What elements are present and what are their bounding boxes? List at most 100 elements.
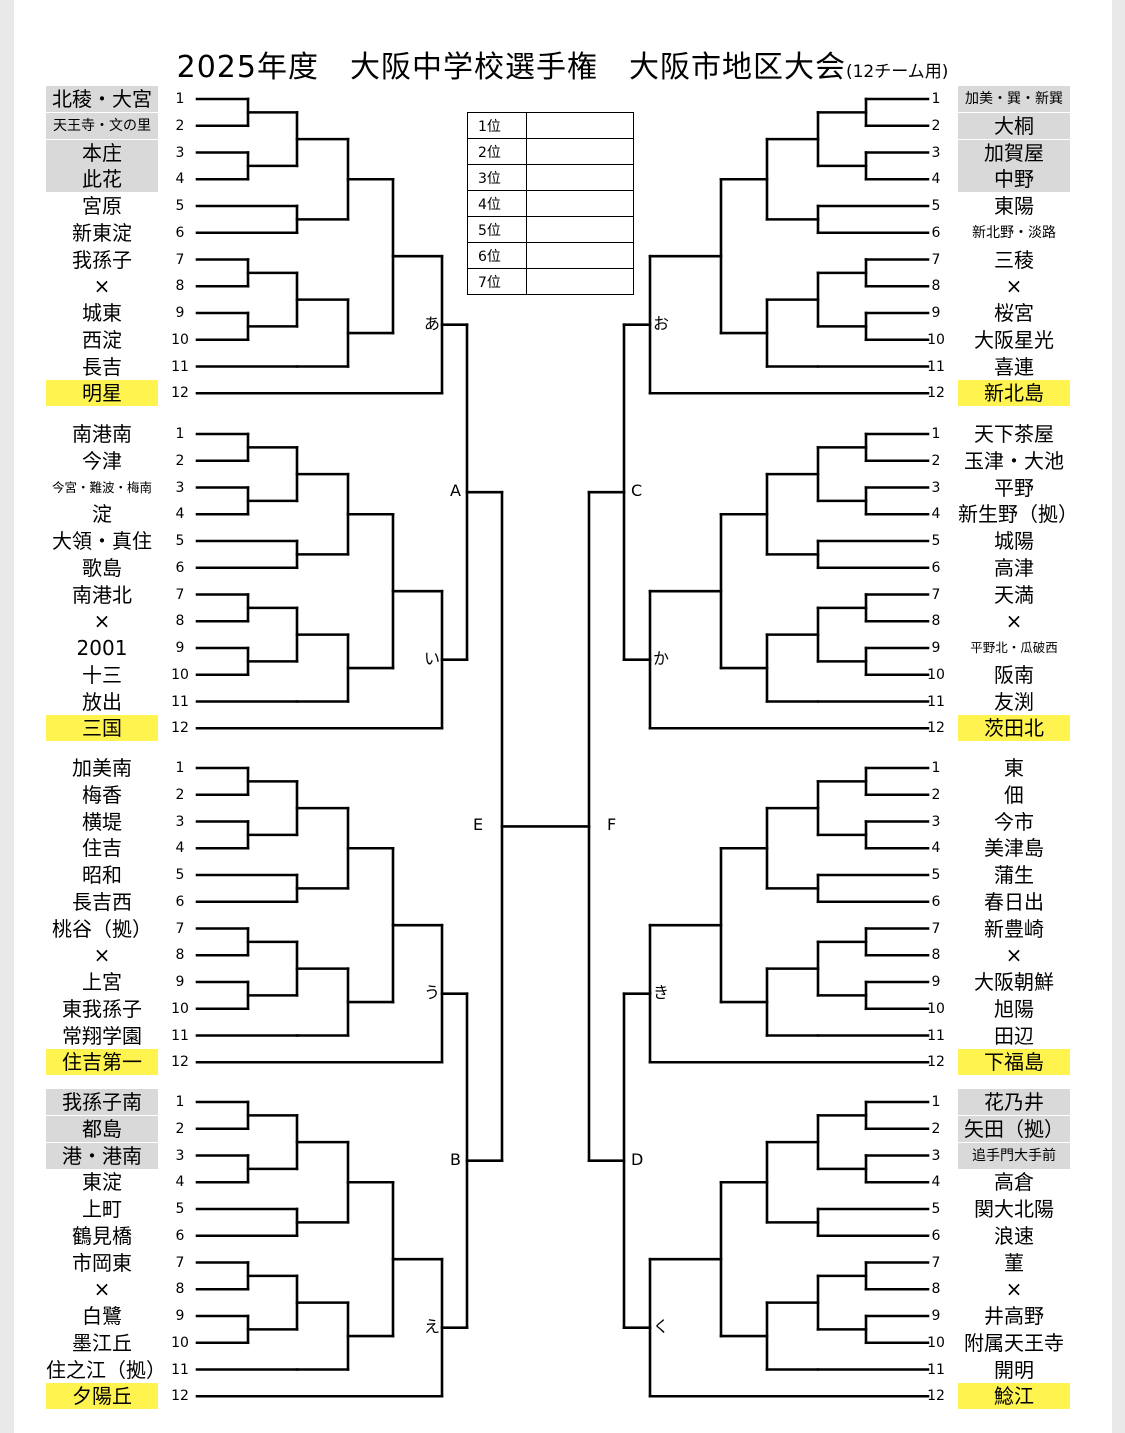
team-number: 1 (931, 91, 941, 107)
team-number: 2 (175, 452, 185, 469)
team-name: 東淀 (82, 1170, 122, 1195)
team-name: 都島 (46, 1115, 158, 1142)
team-name: 美津島 (984, 836, 1044, 861)
team-name: 住之江（拠） (46, 1357, 166, 1382)
team-name: 2001 (76, 636, 128, 660)
team-number: 1 (175, 91, 185, 107)
team-number: 2 (931, 786, 941, 803)
team-number: 2 (175, 117, 185, 134)
team-name: 下福島 (958, 1049, 1070, 1076)
team-number: 8 (175, 278, 185, 295)
bracket-round-label: A (450, 481, 461, 501)
team-name: × (1005, 609, 1023, 634)
team-number: 6 (175, 559, 185, 576)
team-name: 加美・巽・新巽 (958, 86, 1070, 112)
rank-blank-cell[interactable] (526, 268, 634, 295)
team-number: 3 (931, 144, 941, 161)
bracket-round-label: い (424, 648, 441, 668)
team-name: 喜連 (994, 354, 1034, 379)
team-name: 上宮 (82, 970, 122, 994)
team-name: 昭和 (82, 863, 122, 887)
team-name: 高津 (994, 555, 1034, 580)
team-number: 9 (175, 974, 185, 990)
ranking-row: 3位 (467, 164, 634, 191)
team-name: 矢田（拠） (958, 1115, 1070, 1142)
team-number: 12 (171, 720, 189, 737)
team-name: 東陽 (994, 194, 1034, 218)
team-name: 新豊崎 (984, 916, 1044, 941)
team-name: 歌島 (82, 555, 122, 580)
team-number: 12 (171, 385, 189, 402)
team-number: 11 (171, 1361, 189, 1378)
team-name: 我孫子南 (46, 1089, 158, 1115)
bracket-round-label: う (424, 982, 441, 1002)
rank-blank-cell[interactable] (526, 164, 634, 191)
team-name: 宮原 (82, 194, 122, 218)
rank-blank-cell[interactable] (526, 216, 634, 243)
team-number: 10 (171, 1000, 189, 1017)
team-number: 10 (171, 331, 189, 348)
team-number: 12 (171, 1054, 189, 1071)
team-number: 4 (175, 840, 185, 857)
team-number: 3 (175, 144, 185, 161)
team-number: 7 (175, 251, 185, 268)
team-name: 住吉第一 (46, 1049, 158, 1076)
team-number: 12 (927, 385, 945, 402)
team-number: 3 (175, 813, 185, 830)
team-name: 南港南 (72, 422, 132, 446)
team-number: 10 (927, 1000, 945, 1017)
team-number: 4 (931, 840, 941, 857)
team-number: 9 (931, 1308, 941, 1324)
team-name: 阪南 (994, 662, 1034, 687)
team-number: 10 (171, 1334, 189, 1351)
team-number: 11 (927, 1361, 945, 1378)
team-name: × (1005, 943, 1023, 968)
page-title: 2025年度 大阪中学校選手権 大阪市地区大会(12チーム用) (0, 42, 1125, 86)
rank-blank-cell[interactable] (526, 112, 634, 139)
team-number: 10 (927, 666, 945, 683)
team-number: 4 (175, 171, 185, 188)
team-name: 中野 (958, 166, 1070, 193)
team-number: 8 (175, 1281, 185, 1298)
team-name: 北稜・大宮 (46, 86, 158, 112)
team-number: 7 (175, 1254, 185, 1271)
team-name: 城陽 (994, 529, 1034, 553)
team-name: 十三 (82, 662, 122, 687)
team-name: 浪速 (994, 1223, 1034, 1248)
rank-label: 2位 (467, 138, 527, 165)
team-number: 9 (175, 305, 185, 321)
team-name: 天王寺・文の里 (46, 112, 158, 139)
team-number: 7 (175, 586, 185, 603)
team-number: 1 (175, 426, 185, 442)
ranking-row: 5位 (467, 216, 634, 243)
team-name: × (93, 274, 111, 299)
team-number: 12 (927, 1054, 945, 1071)
team-number: 2 (175, 1120, 185, 1137)
team-name: 高倉 (994, 1170, 1034, 1195)
team-number: 1 (931, 760, 941, 776)
team-name: 市岡東 (72, 1250, 132, 1275)
ranking-row: 4位 (467, 190, 634, 217)
team-number: 2 (931, 117, 941, 134)
team-number: 11 (927, 358, 945, 375)
team-name: 佃 (1004, 782, 1024, 807)
team-number: 7 (175, 920, 185, 937)
team-name: 南港北 (72, 582, 132, 607)
team-name: 天下茶屋 (974, 422, 1054, 446)
team-number: 5 (931, 533, 941, 549)
team-name: 新東淀 (72, 220, 132, 245)
team-number: 5 (175, 533, 185, 549)
team-number: 7 (931, 251, 941, 268)
team-number: 2 (175, 786, 185, 803)
team-name: 今宮・難波・梅南 (51, 479, 152, 495)
team-number: 1 (931, 1094, 941, 1110)
team-number: 4 (175, 506, 185, 523)
bracket-round-label: か (653, 648, 670, 668)
team-number: 9 (931, 974, 941, 990)
team-name: 大領・真住 (52, 529, 152, 553)
team-name: 城東 (82, 301, 122, 325)
ranking-row: 7位 (467, 268, 634, 295)
rank-blank-cell[interactable] (526, 190, 634, 217)
